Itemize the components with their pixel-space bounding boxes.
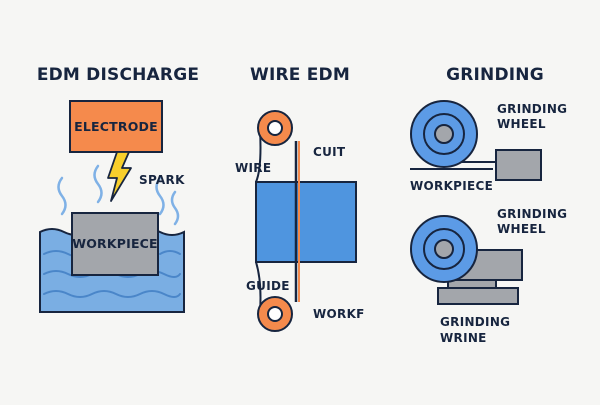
wire-workpiece-block [255,181,357,263]
wheel-label-line2: WHEEL [497,117,546,131]
machine-table [437,287,519,305]
bottom-label-line1: GRINDING [440,315,510,329]
water-wave-icon [43,290,181,298]
grinding-panel: GRINDING GRINDING WHEEL WORKPIECE GRINDI… [410,65,567,345]
edm-panel-title: EDM DISCHARGE [37,65,199,85]
wire-spool-icon [257,110,293,146]
wire-panel-title: WIRE EDM [250,65,350,85]
workf-label: WORKF [313,307,365,321]
wheel-label-line1: GRINDING [497,102,567,116]
workpiece-label: WORKPIECE [72,236,158,251]
wire-label: WIRE [235,161,271,175]
grinding-workpiece-label: WORKPIECE [410,179,493,193]
electrode-label: ELECTRODE [74,119,158,134]
wire-spool-icon [257,296,293,332]
bottom-label-line2: WRINE [440,331,487,345]
vapor-wave-icon [57,176,67,216]
vapor-wave-icon [155,176,165,216]
cuit-label: CUIT [313,145,346,159]
grinding-wheel-icon [410,100,478,168]
electrode-block [69,100,163,153]
grinding-panel-title: GRINDING [446,65,544,85]
spark-label: SPARK [139,173,185,187]
guide-label: GUIDE [246,279,290,293]
wire-edm-panel: WIRE EDM CUIT WIRE GUIDE WORKF [235,65,365,332]
vapor-wave-icon [170,190,180,226]
grinding-wheel-icon [410,215,478,283]
machine-neck [447,279,497,289]
edm-discharge-panel: EDM DISCHARGE ELECTRODE SPARK WORKPIECE [37,65,199,313]
wheel2-label-line2: WHEEL [497,222,546,236]
lightning-bolt-icon [107,151,132,202]
vapor-wave-icon [93,164,103,204]
wheel2-label-line1: GRINDING [497,207,567,221]
grinding-workpiece-block [495,149,542,181]
workpiece-block [71,212,159,276]
